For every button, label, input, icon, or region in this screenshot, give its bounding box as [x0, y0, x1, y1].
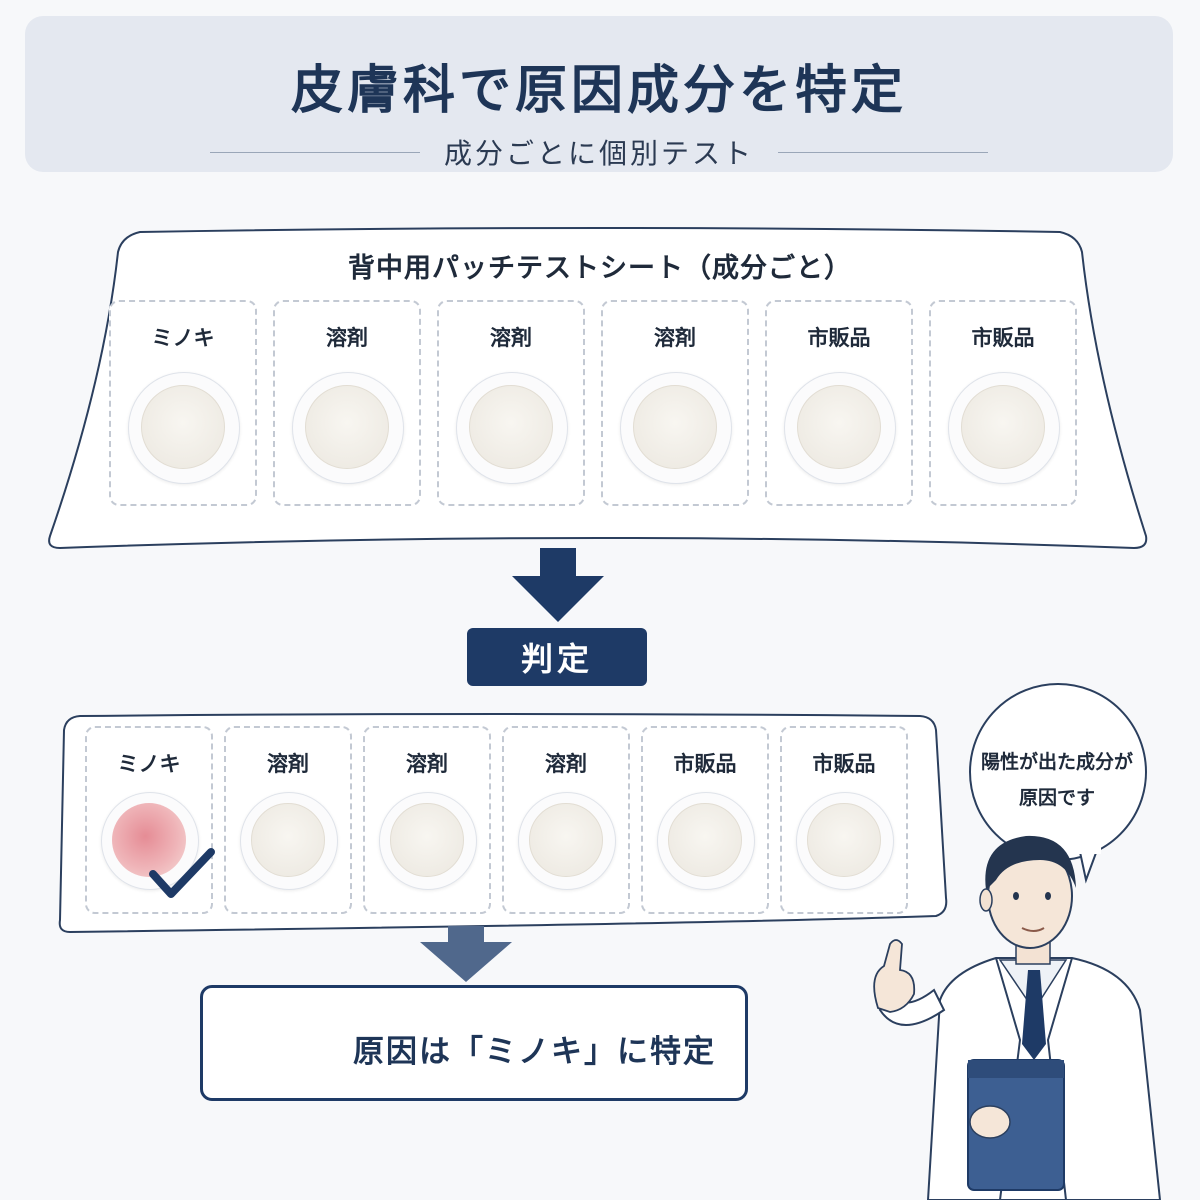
- patch-disc: [469, 385, 553, 469]
- patch-label: 溶剤: [267, 752, 309, 776]
- patch-cell: 溶剤: [224, 726, 352, 914]
- doctor-illustration: [873, 835, 1162, 1200]
- patch-cell: 市販品: [780, 726, 908, 914]
- patch-disc-backing: [948, 372, 1060, 484]
- page-subtitle: 成分ごとに個別テスト: [443, 137, 754, 170]
- patch-label: 溶剤: [545, 752, 587, 776]
- speech-bubble-text: 陽性が出た成分が 原因です: [968, 744, 1146, 816]
- patch-disc-backing: [456, 372, 568, 484]
- result-sheet-cells: ミノキ 溶剤 溶剤 溶剤 市販品 市販品: [85, 726, 913, 916]
- patch-cell: 市販品: [765, 300, 913, 506]
- subtitle-row: 成分ごとに個別テスト: [25, 132, 1173, 172]
- patch-disc: [633, 385, 717, 469]
- speech-line-1: 陽性が出た成分が: [980, 751, 1133, 773]
- checkmark-icon: [149, 848, 215, 898]
- patch-disc: [305, 385, 389, 469]
- patch-label: 溶剤: [654, 326, 696, 350]
- patch-label: ミノキ: [151, 326, 215, 350]
- patch-disc: [668, 803, 742, 877]
- patch-cell: 溶剤: [363, 726, 491, 914]
- speech-line-2: 原因です: [1018, 787, 1095, 809]
- patch-cell: 溶剤: [437, 300, 585, 506]
- patch-cell: 市販品: [641, 726, 769, 914]
- patch-cell: ミノキ: [109, 300, 257, 506]
- patch-disc-backing: [292, 372, 404, 484]
- patch-disc: [390, 803, 464, 877]
- patch-disc-backing: [128, 372, 240, 484]
- test-sheet-cells: ミノキ 溶剤 溶剤 溶剤 市販品 市販品: [109, 300, 1089, 506]
- patch-disc-backing: [240, 792, 338, 890]
- verdict-banner: 判定: [467, 628, 647, 686]
- patch-disc: [961, 385, 1045, 469]
- patch-label: 市販品: [673, 752, 737, 776]
- header-banner: 皮膚科で原因成分を特定 成分ごとに個別テスト: [25, 16, 1173, 172]
- patch-disc: [529, 803, 603, 877]
- patch-label: 市販品: [807, 326, 871, 350]
- result-box: 原因は「ミノキ」に特定: [200, 985, 748, 1101]
- patch-cell: 溶剤: [601, 300, 749, 506]
- patch-cell: 溶剤: [502, 726, 630, 914]
- patch-disc-backing: [101, 792, 199, 890]
- subtitle-rule-left: [209, 151, 420, 153]
- patch-cell: 溶剤: [273, 300, 421, 506]
- patch-disc-backing: [796, 792, 894, 890]
- patch-disc-positive: [112, 803, 186, 877]
- patch-label: 市販品: [812, 752, 876, 776]
- test-sheet-title: 背中用パッチテストシート（成分ごと）: [348, 253, 852, 284]
- patch-disc: [251, 803, 325, 877]
- patch-disc-backing: [657, 792, 755, 890]
- patch-label: 溶剤: [490, 326, 532, 350]
- patch-disc: [797, 385, 881, 469]
- patch-cell: ミノキ: [85, 726, 215, 914]
- patch-label: 溶剤: [406, 752, 448, 776]
- patch-disc-backing: [518, 792, 616, 890]
- speech-bubble: [969, 683, 1147, 884]
- patch-disc: [807, 803, 881, 877]
- subtitle-rule-right: [778, 151, 988, 153]
- patch-disc-backing: [379, 792, 477, 890]
- arrow-down-icon: [512, 548, 604, 622]
- patch-disc: [141, 385, 225, 469]
- result-text: 原因は「ミノキ」に特定: [353, 1034, 716, 1070]
- page-title: 皮膚科で原因成分を特定: [290, 61, 907, 121]
- arrow-down-icon: [420, 926, 512, 982]
- patch-disc-backing: [620, 372, 732, 484]
- patch-label: 市販品: [971, 326, 1035, 350]
- patch-disc-backing: [784, 372, 896, 484]
- patch-label: 溶剤: [326, 326, 368, 350]
- patch-label: ミノキ: [117, 752, 181, 776]
- patch-cell: 市販品: [929, 300, 1077, 506]
